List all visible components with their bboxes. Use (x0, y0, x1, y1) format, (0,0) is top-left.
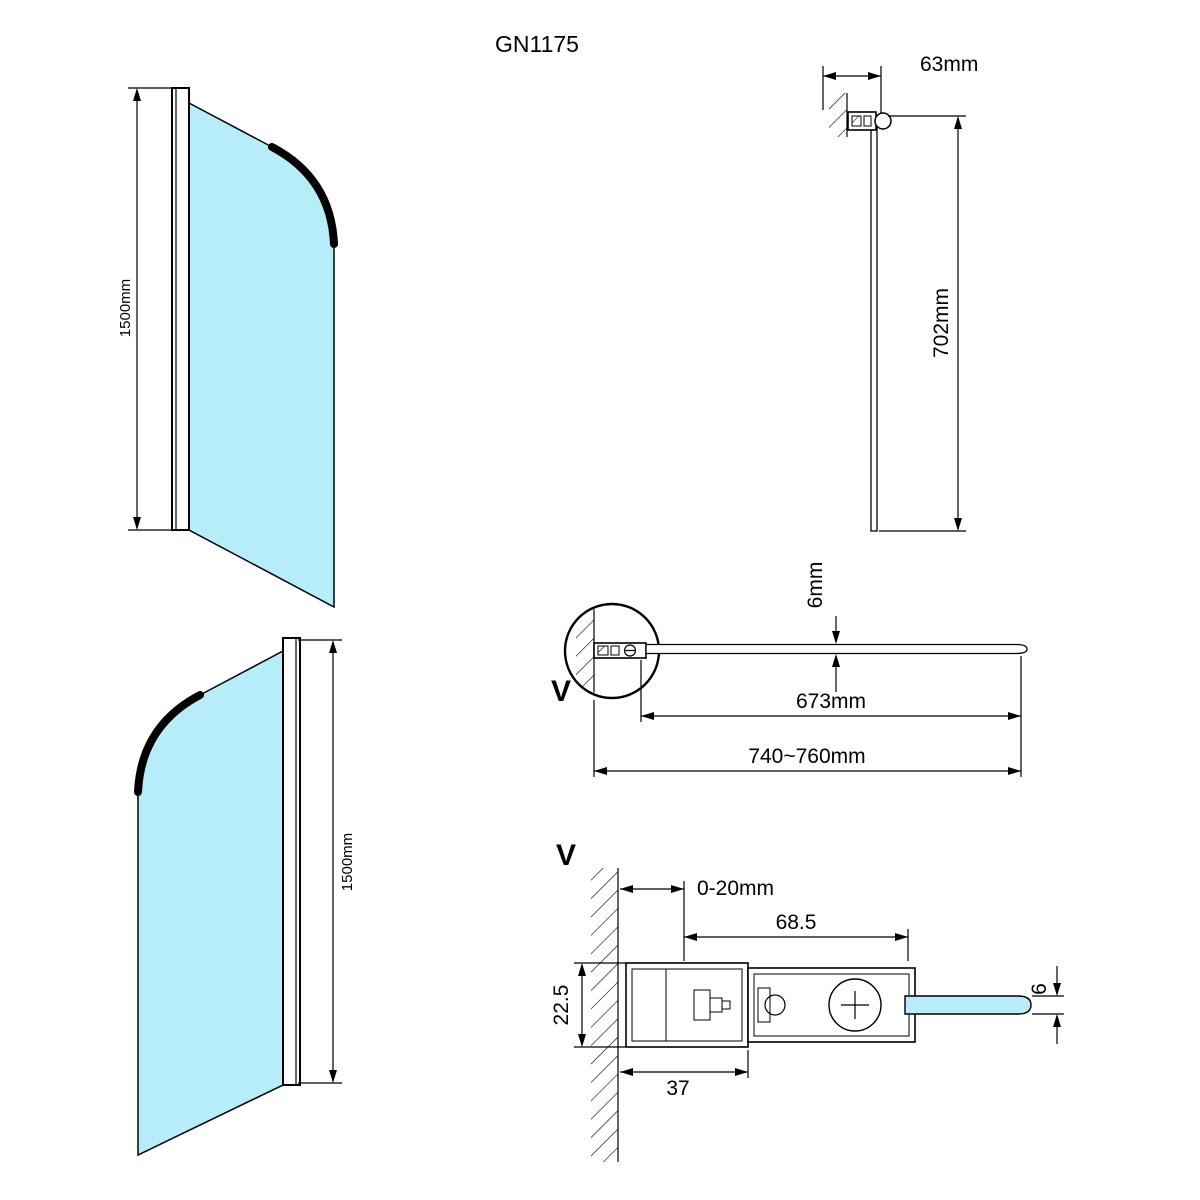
dim-profile-span: 68.5 (684, 911, 909, 961)
detail-view-marker-v: V (556, 839, 576, 872)
dim-glass-thickness-label: 6 (1028, 983, 1051, 995)
front-view-bottom: 1500mm (134, 637, 356, 1157)
hinge-profile (171, 87, 190, 531)
glass-plan (645, 643, 1028, 655)
wall-hatch (829, 93, 847, 137)
pivot-profile-section (747, 967, 916, 1043)
side-view: 63mm 702mm (822, 53, 978, 532)
wall-hatch (591, 868, 618, 1162)
wall-bracket-plan (593, 642, 647, 659)
wall-hatch (576, 612, 594, 690)
dim-glass-6mm-label: 6mm (804, 562, 827, 609)
wall-profile-section (625, 962, 749, 1048)
bracket-knob (874, 112, 892, 130)
dim-height-front-top-label: 1500mm (117, 279, 134, 337)
dim-height-702: 702mm (879, 115, 966, 532)
dim-glass-thickness: 6 (1028, 966, 1064, 1044)
dim-depth-63-label: 63mm (920, 53, 978, 76)
dim-profile-depth: 22.5 (550, 962, 626, 1048)
dim-width-740-760-label: 740~760mm (748, 745, 865, 768)
dim-profile-span-label: 68.5 (776, 911, 817, 934)
dim-wall-profile-width: 37 (620, 1050, 749, 1100)
plan-view: V 6mm 673mm 740~760mm (551, 562, 1028, 777)
dim-wall-gap: 0-20mm (620, 877, 774, 961)
rounded-corner-edge (268, 143, 338, 248)
detail-marker-v: V (551, 675, 571, 708)
glass-section (904, 995, 1032, 1015)
rounded-corner-edge (134, 691, 204, 796)
dim-height-front-bottom: 1500mm (298, 639, 356, 1084)
dim-glass-6mm: 6mm (804, 562, 840, 692)
dim-height-front-top: 1500mm (117, 87, 188, 531)
dim-height-702-label: 702mm (930, 288, 953, 358)
glass-edge (870, 117, 878, 532)
dim-width-673-label: 673mm (796, 690, 866, 713)
dim-profile-depth-label: 22.5 (550, 985, 573, 1026)
dim-depth-63: 63mm (822, 53, 978, 114)
dim-width-740-760: 740~760mm (593, 700, 1021, 777)
pivot-axis (828, 978, 882, 1032)
dim-width-673: 673mm (640, 656, 1022, 777)
dim-wall-gap-label: 0-20mm (697, 877, 774, 900)
dim-wall-profile-width-label: 37 (666, 1077, 689, 1100)
drawing-title: GN1175 (495, 31, 579, 57)
detail-view: V 0-20mm (550, 839, 1064, 1162)
wall-bracket (847, 111, 892, 131)
front-view-top: 1500mm (117, 87, 338, 609)
dim-height-front-bottom-label: 1500mm (339, 833, 356, 891)
hinge-profile (282, 637, 301, 1086)
